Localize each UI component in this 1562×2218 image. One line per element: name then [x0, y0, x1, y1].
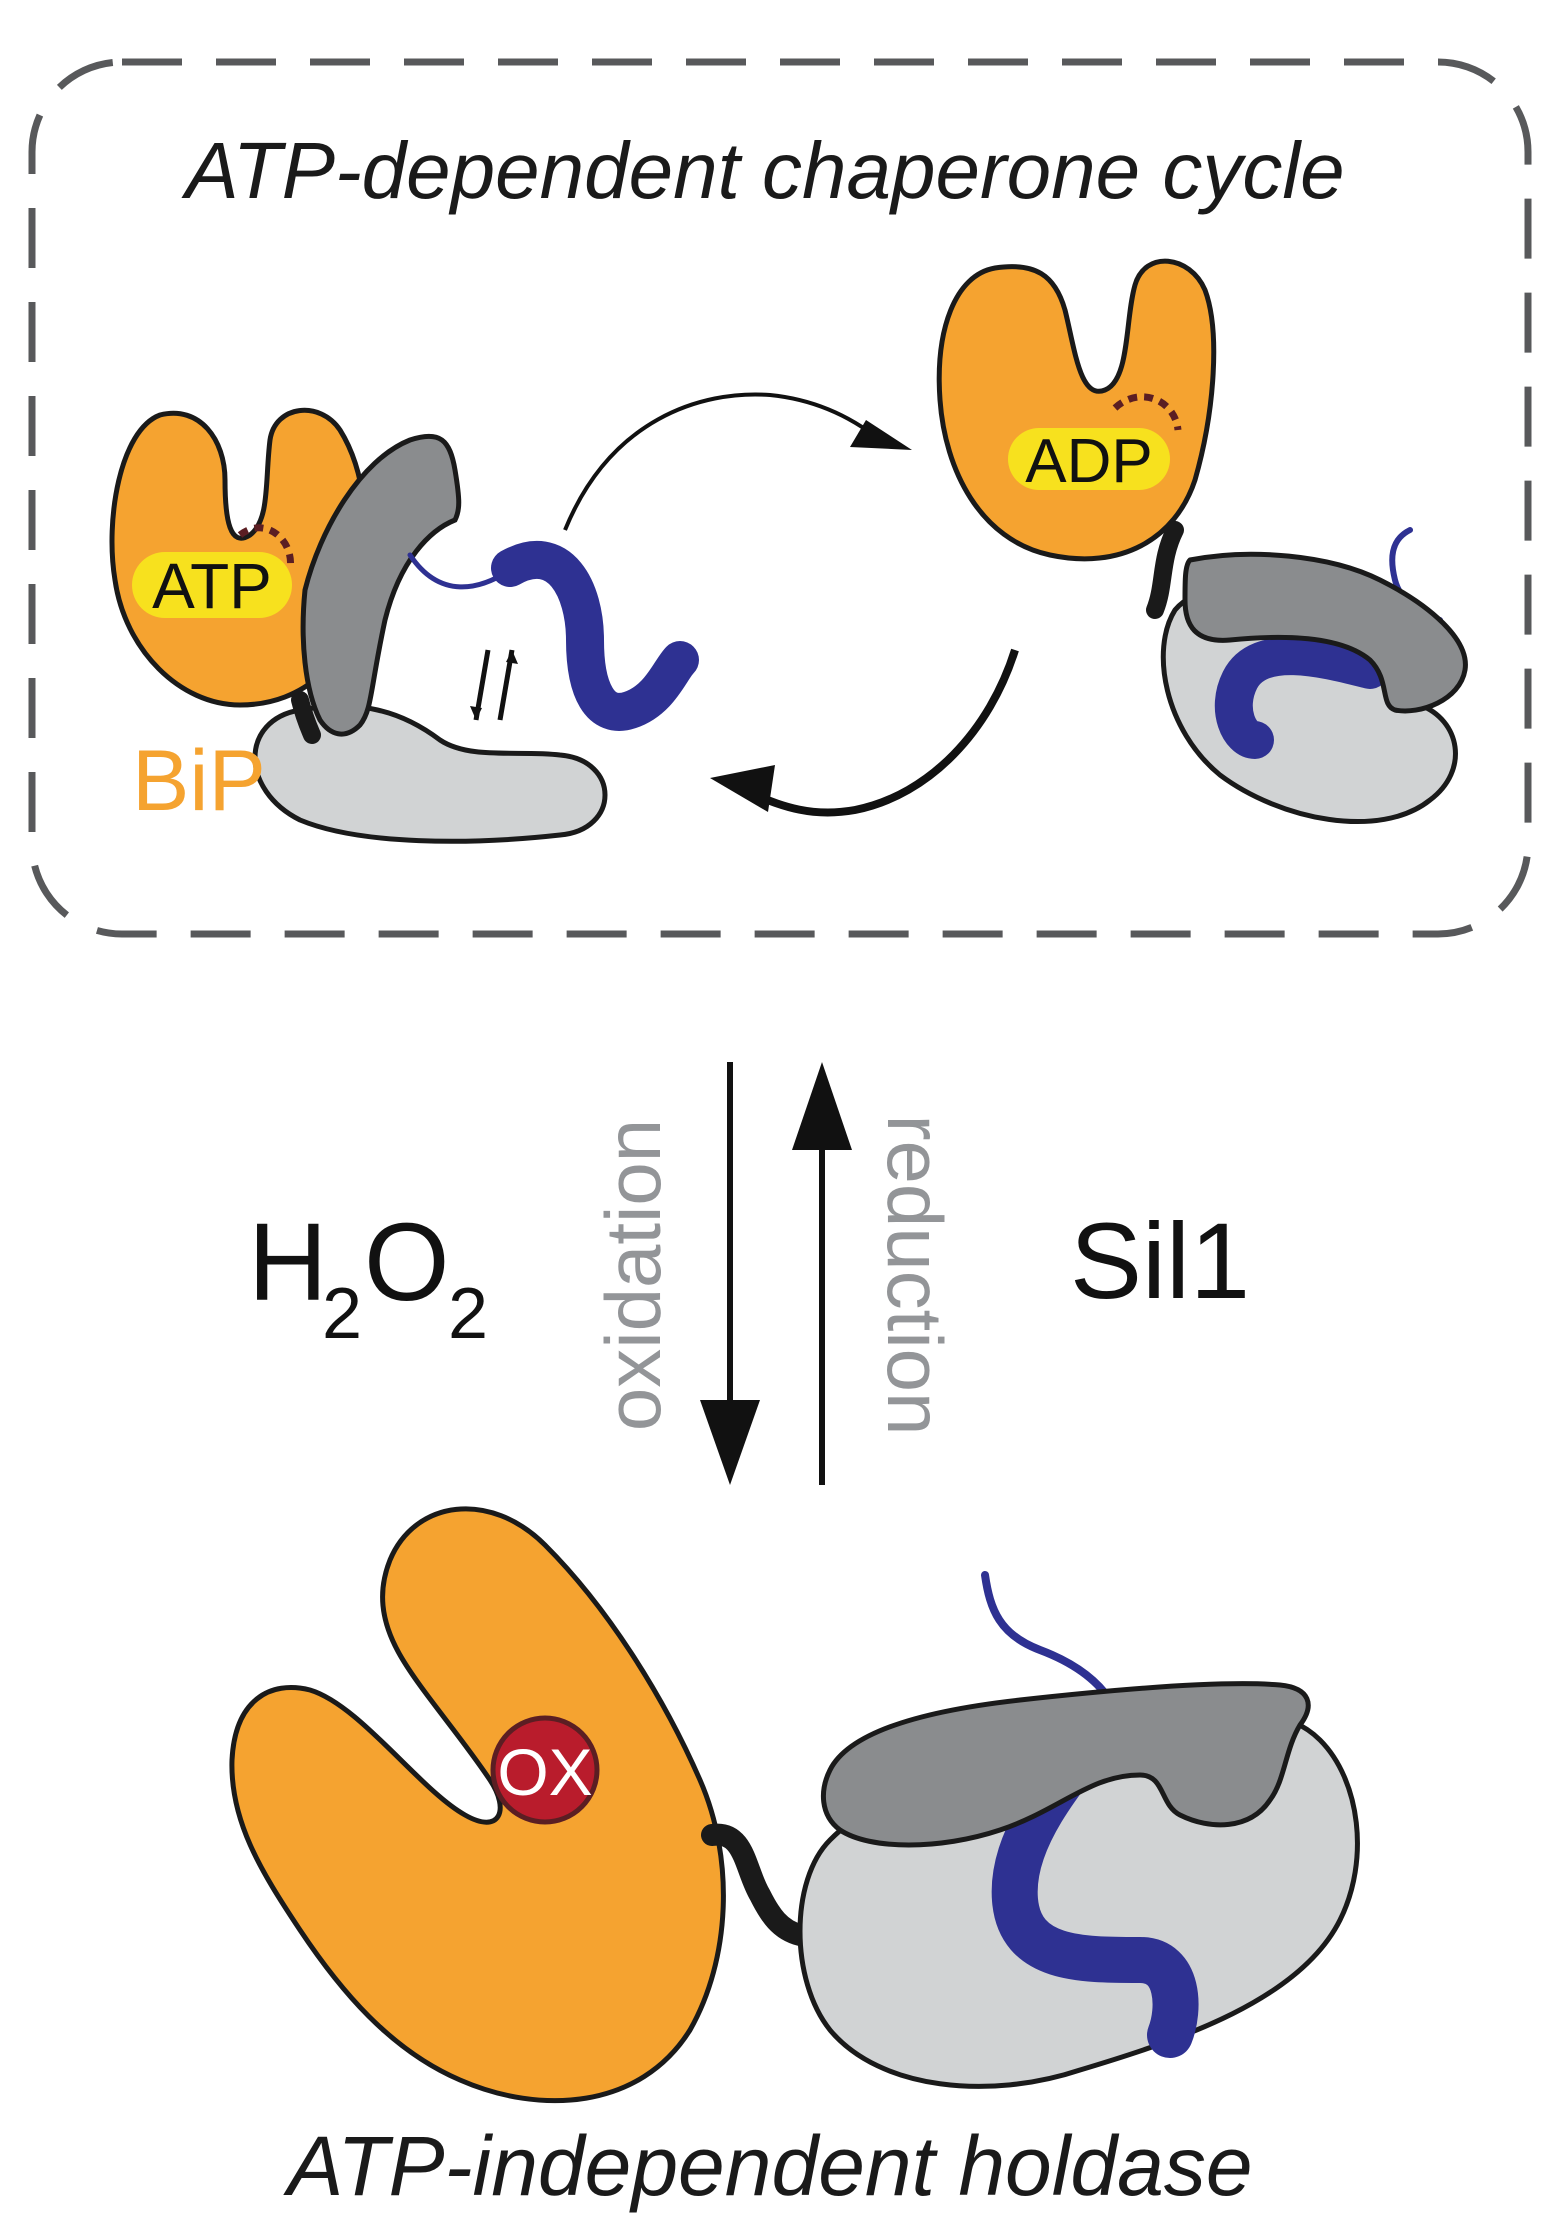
ox-circle	[490, 1715, 600, 1825]
linker-right	[1146, 521, 1184, 619]
adp-label: ADP	[1025, 427, 1152, 496]
h2o2-sub1: 2	[322, 1274, 362, 1354]
atp-pill	[132, 552, 292, 618]
reduction-arrow-head	[792, 1062, 852, 1150]
substrate-right	[1214, 637, 1389, 759]
cycle-arrow-top	[563, 392, 882, 531]
cycle-arrow-bottom	[753, 648, 1019, 817]
h2o2-h: H	[248, 1201, 327, 1324]
nbd-oxidized	[229, 1506, 726, 2104]
bip-label: BiP	[132, 733, 266, 829]
h2o2-sub2: 2	[448, 1274, 488, 1354]
bip-oxidized-state: OX	[229, 1506, 1360, 2104]
sbd-beta-left	[252, 703, 608, 844]
sbd-alpha-lid-right	[1182, 551, 1468, 714]
sil1-label: Sil1	[1070, 1200, 1250, 1321]
bip-adp-state: ADP	[936, 258, 1468, 825]
ox-label: OX	[497, 1735, 592, 1809]
reduction-label: reduction	[871, 1115, 959, 1436]
cycle-arrow-top-head	[850, 420, 912, 450]
h2o2-o: O	[364, 1201, 450, 1324]
atp-dotted-arc	[237, 524, 295, 571]
cycle-title: ATP-dependent chaperone cycle	[181, 126, 1344, 215]
sbd-alpha-lid-left	[300, 433, 462, 737]
holdase-title: ATP-independent holdase	[282, 2119, 1252, 2213]
equilibrium-arrows	[470, 649, 518, 721]
bip-atp-state: ATP BiP	[109, 407, 608, 844]
h2o2-label: H 2 O 2	[248, 1201, 488, 1354]
substrate-oxidized-thin	[981, 1571, 1114, 1704]
sbd-alpha-lid-oxidized	[820, 1681, 1311, 1848]
oxidation-arrow-head	[700, 1400, 760, 1485]
oxidation-label: oxidation	[589, 1119, 677, 1431]
cycle-panel-border	[28, 58, 1532, 938]
nbd-right	[936, 258, 1217, 562]
substrate-left	[491, 541, 699, 731]
linker-oxidized	[701, 1823, 811, 1946]
cycle-arrow-bottom-head	[710, 765, 775, 812]
atp-label: ATP	[152, 550, 272, 622]
linker-left	[291, 691, 321, 744]
adp-pill	[1008, 428, 1170, 490]
